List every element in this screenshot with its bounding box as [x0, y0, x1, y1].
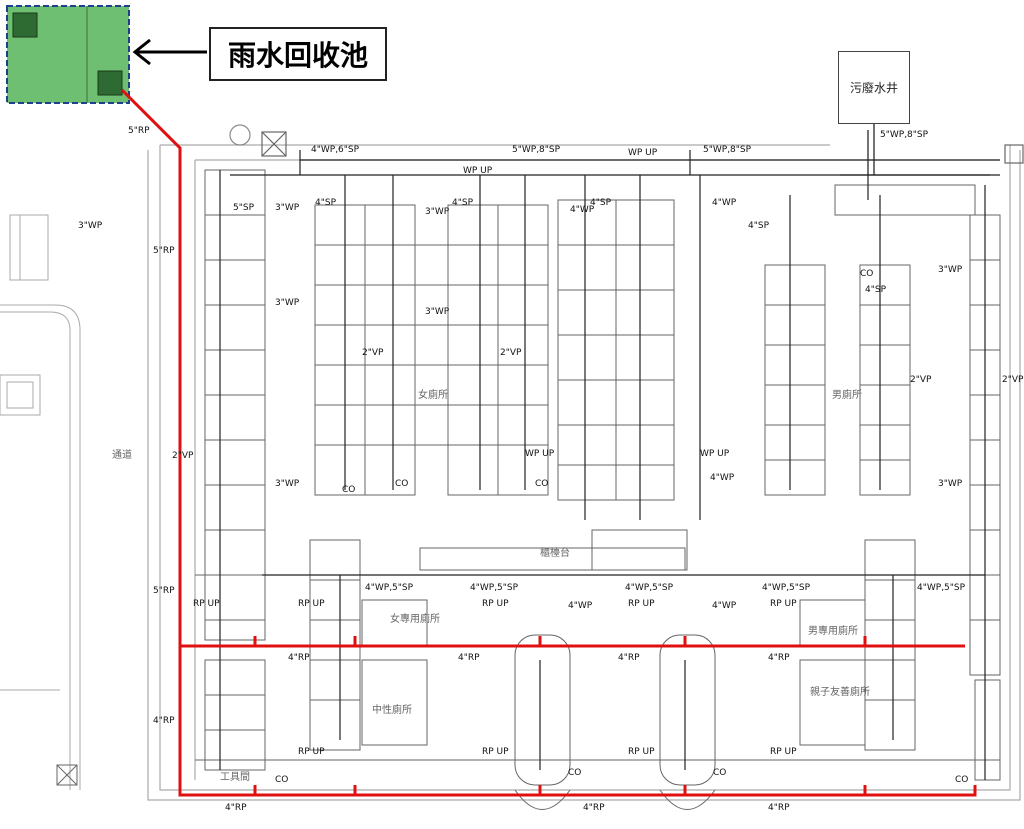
label-wp-sp-4-6: 4"WP,6"SP [311, 145, 360, 155]
label-rp4-d: 4"RP [768, 653, 790, 663]
label-rp5-top: 5"RP [128, 126, 150, 136]
label-wp4-c: 4"WP [710, 473, 735, 483]
women-stalls [314, 199, 675, 501]
label-rp4-f: 4"RP [583, 803, 605, 813]
label-wp-sp-4-5-c: 4"WP,5"SP [625, 583, 674, 593]
label-wp3-c: 3"WP [275, 479, 300, 489]
callout-arrow [132, 38, 207, 66]
label-rp4-a: 4"RP [288, 653, 310, 663]
label-wp-sp-4-5-e: 4"WP,5"SP [917, 583, 966, 593]
label-wp4-e: 4"WP [712, 601, 737, 611]
label-wp-up-3: WP UP [525, 449, 555, 459]
label-wp-up: WP UP [628, 148, 658, 158]
label-rp4-e: 4"RP [225, 803, 247, 813]
label-sp5: 5"SP [233, 203, 255, 213]
label-vp2-c: 2"VP [910, 375, 932, 385]
room-parent-child: 親子友善廁所 [810, 685, 870, 698]
label-sp4-d: 4"SP [748, 221, 770, 231]
label-rp-up-h: RP UP [628, 747, 655, 757]
label-wp-sp-5-8: 5"WP,8"SP [512, 145, 561, 155]
label-rp-up-b: RP UP [298, 599, 325, 609]
manhole-lines [867, 124, 875, 175]
label-rp4-left: 4"RP [153, 716, 175, 726]
lower-block [195, 529, 1000, 810]
label-wp3-g: 3"WP [938, 479, 963, 489]
label-rp-up-c: RP UP [482, 599, 509, 609]
label-rp-up-i: RP UP [770, 747, 797, 757]
label-rp4-b: 4"RP [458, 653, 480, 663]
label-sp4-c: 4"SP [590, 198, 612, 208]
label-vp2-left: 2"VP [172, 451, 194, 461]
label-vp2-b: 2"VP [500, 348, 522, 358]
label-wp-sp-4-5-a: 4"WP,5"SP [365, 583, 414, 593]
label-sp4-a: 4"SP [315, 198, 337, 208]
label-wp-up-4: WP UP [700, 449, 730, 459]
label-vp2-d: 2"VP [1002, 375, 1024, 385]
label-rp5-mid: 5"RP [153, 586, 175, 596]
room-men: 男廁所 [832, 388, 862, 401]
room-male-only: 男專用廁所 [808, 624, 858, 637]
label-co-h: CO [955, 775, 968, 785]
rainwater-pipe [120, 88, 977, 797]
label-co-c: CO [535, 479, 548, 489]
label-wp3-left: 3"WP [78, 221, 103, 231]
drain-pipes [219, 150, 1000, 780]
label-wp4-b: 4"WP [712, 198, 737, 208]
label-wp-sp-4-5-b: 4"WP,5"SP [470, 583, 519, 593]
label-rp4-g: 4"RP [768, 803, 790, 813]
label-rp-up-e: RP UP [770, 599, 797, 609]
label-wp-sp-5-8c: 5"WP,8"SP [880, 130, 929, 140]
label-co-f: CO [713, 768, 726, 778]
room-labels: 女廁所 男廁所 通道 櫃檯台 工具間 中性廁所 女專用廁所 男專用廁所 親子友善… [112, 388, 870, 783]
label-wp4-d: 4"WP [568, 601, 593, 611]
label-sp4-b: 4"SP [452, 198, 474, 208]
label-vp2-a: 2"VP [362, 348, 384, 358]
room-corridor: 通道 [112, 448, 132, 461]
room-unisex: 中性廁所 [372, 703, 412, 716]
room-women: 女廁所 [418, 388, 448, 401]
room-service-counter: 櫃檯台 [540, 546, 570, 559]
label-rp-up-g: RP UP [482, 747, 509, 757]
label-co-g: CO [275, 775, 288, 785]
label-co-e: CO [568, 768, 581, 778]
label-wp-sp-4-5-d: 4"WP,5"SP [762, 583, 811, 593]
left-structures [0, 214, 81, 790]
label-rp-up-a: RP UP [193, 599, 220, 609]
room-female-only: 女專用廁所 [390, 612, 440, 625]
label-co-b: CO [395, 479, 408, 489]
label-co-d: CO [860, 269, 873, 279]
pipe-labels: 5"RP 5"RP 5"RP 4"RP 3"WP 2"VP 4"WP,6"SP … [78, 126, 1024, 813]
label-rp-up-f: RP UP [298, 747, 325, 757]
label-rp4-c: 4"RP [618, 653, 640, 663]
sewage-manhole: 污廢水井 [838, 51, 910, 124]
label-rp5-left: 5"RP [153, 246, 175, 256]
label-co-a: CO [342, 485, 355, 495]
label-sp4-e: 4"SP [865, 285, 887, 295]
label-wp-sp-5-8b: 5"WP,8"SP [703, 145, 752, 155]
left-stall-bank [204, 169, 266, 771]
label-wp3-a: 3"WP [275, 203, 300, 213]
rainwater-pool [6, 5, 130, 104]
label-wp3-f: 3"WP [938, 265, 963, 275]
label-wp4-a: 4"WP [570, 205, 595, 215]
label-wp3-d: 3"WP [425, 207, 450, 217]
label-rp-up-d: RP UP [628, 599, 655, 609]
label-wp3-e: 3"WP [425, 307, 450, 317]
rainwater-pool-callout: 雨水回收池 [209, 27, 387, 81]
room-tool: 工具間 [220, 771, 250, 783]
label-wp-up-2: WP UP [463, 166, 493, 176]
label-wp3-b: 3"WP [275, 298, 300, 308]
